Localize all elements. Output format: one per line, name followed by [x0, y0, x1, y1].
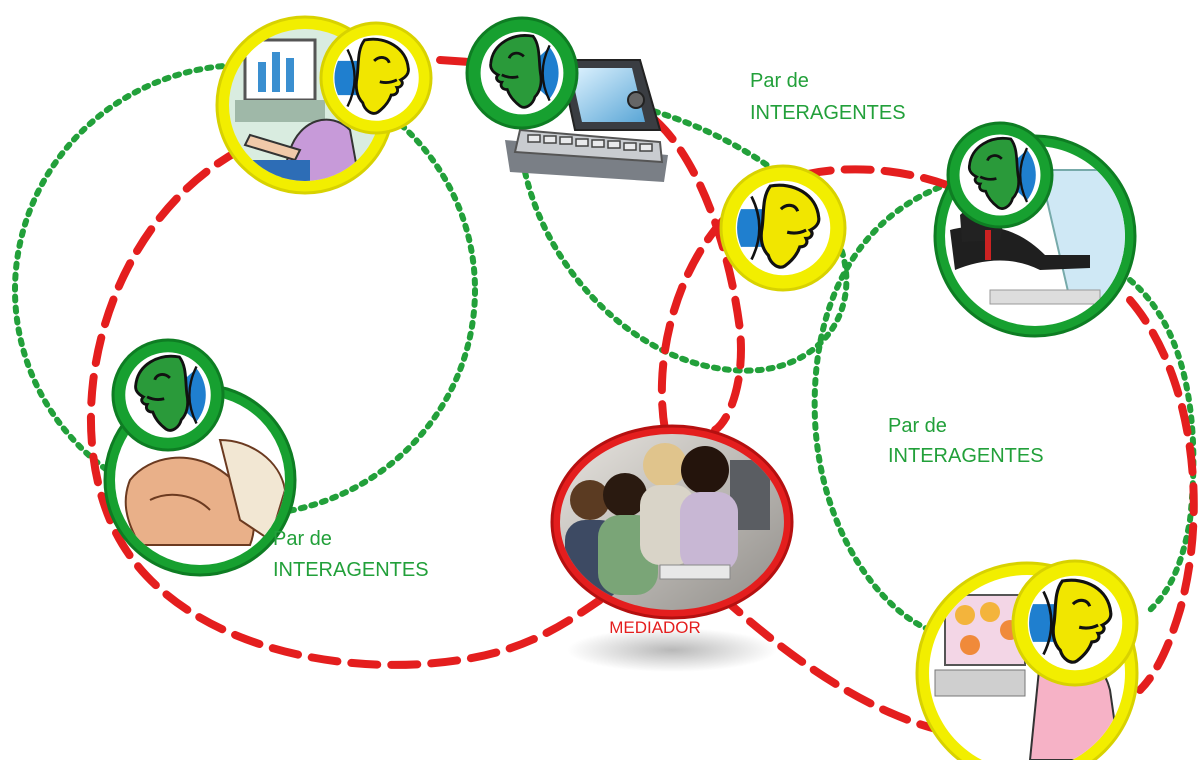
pair-label-left: Par de INTERAGENTES [273, 528, 429, 581]
pair-label-left-line1: Par de [273, 528, 332, 550]
node-center-face [719, 164, 847, 292]
talking-face-icon [331, 33, 421, 123]
mediator-link-top [436, 56, 745, 434]
node-mediator [550, 424, 794, 672]
pair-label-top: Par de INTERAGENTES [750, 70, 906, 124]
pair-circle-top [517, 87, 850, 374]
node-top-right [933, 121, 1137, 338]
node-bottom-right [915, 559, 1139, 760]
students-at-computers-picture [560, 434, 784, 610]
pair-label-right-line2: INTERAGENTES [888, 445, 1044, 467]
mediator-label: MEDIADOR [609, 618, 701, 637]
smartphone-device-picture [505, 59, 668, 182]
node-top-center-device [465, 16, 668, 182]
pair-label-left-line2: INTERAGENTES [273, 559, 429, 581]
talking-face-icon [958, 133, 1042, 217]
mediator-link-left [86, 146, 604, 669]
node-left [103, 338, 297, 577]
pair-label-right: Par de INTERAGENTES [888, 415, 1044, 467]
red-dashed-mediator-links [86, 56, 1198, 734]
mediator-link-right [716, 296, 1198, 734]
talking-face-icon [734, 179, 832, 277]
pair-label-right-line1: Par de [888, 415, 947, 437]
node-top-left [215, 15, 433, 195]
talking-face-icon [1026, 574, 1124, 672]
talking-face-icon [479, 30, 565, 116]
mediator-link-center [657, 165, 964, 434]
pair-label-top-line2: INTERAGENTES [750, 102, 906, 124]
talking-face-icon [123, 350, 213, 440]
pair-label-top-line1: Par de [750, 70, 809, 92]
